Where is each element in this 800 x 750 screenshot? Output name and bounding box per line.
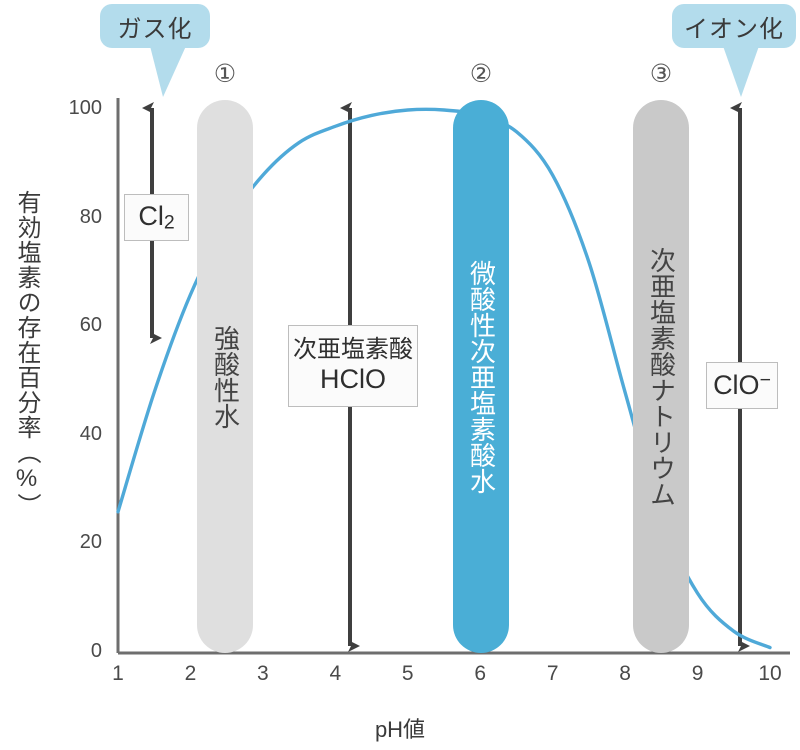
x-tick-label: 10 [758, 662, 782, 685]
marker-two: ② [469, 60, 493, 88]
species-box-clo: ClO− [706, 362, 778, 409]
ion-bubble-tail [723, 46, 759, 97]
band-label-strong-acid-water: 強酸性水 [210, 324, 241, 429]
y-tick-label: 80 [79, 205, 102, 228]
species-clo-base: ClO [713, 370, 760, 401]
species-cl2-base: Cl [138, 200, 164, 231]
callout-ionization-label: イオン化 [684, 15, 784, 43]
species-hclo-formula: HClO [320, 364, 386, 395]
axis-lines [116, 98, 790, 655]
band-label-weak-acid-hypochlorous: 微酸性次亜塩素酸水 [466, 259, 497, 494]
y-axis-label: 有効塩素の存在百分率（%） [13, 190, 40, 518]
species-hclo-name: 次亜塩素酸 [293, 336, 413, 364]
band-weak-acid-hypochlorous: 微酸性次亜塩素酸水 [453, 100, 509, 653]
x-tick-label: 7 [546, 662, 559, 685]
y-tick-label: 100 [68, 97, 102, 119]
band-label-sodium-hypochlorite: 次亜塩素酸ナトリウム [646, 246, 677, 507]
x-tick-label: 1 [112, 662, 124, 685]
x-tick-label: 6 [474, 662, 487, 685]
x-tick-label: 8 [619, 662, 631, 685]
callout-gasification-label: ガス化 [117, 15, 193, 43]
gas-bubble-tail [150, 46, 186, 97]
y-tick-label: 40 [79, 422, 102, 445]
x-tick-label: 9 [691, 662, 704, 685]
band-strong-acid-water: 強酸性水 [197, 100, 253, 653]
callout-gasification: ガス化 [100, 4, 210, 48]
x-tick-label: 2 [184, 662, 197, 685]
y-tick-label: 60 [79, 314, 102, 337]
y-tick-label: 20 [79, 531, 102, 554]
species-cl2-subscript: 2 [163, 211, 175, 234]
x-tick-label: 5 [401, 662, 414, 685]
x-axis-label: pH値 [374, 717, 426, 742]
species-clo-superscript: − [759, 369, 771, 392]
callout-ionization: イオン化 [672, 4, 796, 48]
marker-one: ① [213, 60, 237, 88]
marker-three: ③ [649, 60, 673, 88]
species-box-cl2: Cl2 [124, 194, 189, 241]
species-box-hclo: 次亜塩素酸 HClO [288, 325, 418, 407]
band-sodium-hypochlorite: 次亜塩素酸ナトリウム [633, 100, 689, 653]
x-tick-label: 3 [257, 662, 269, 685]
y-tick-label: 0 [90, 640, 102, 662]
x-tick-label: 4 [329, 662, 342, 685]
